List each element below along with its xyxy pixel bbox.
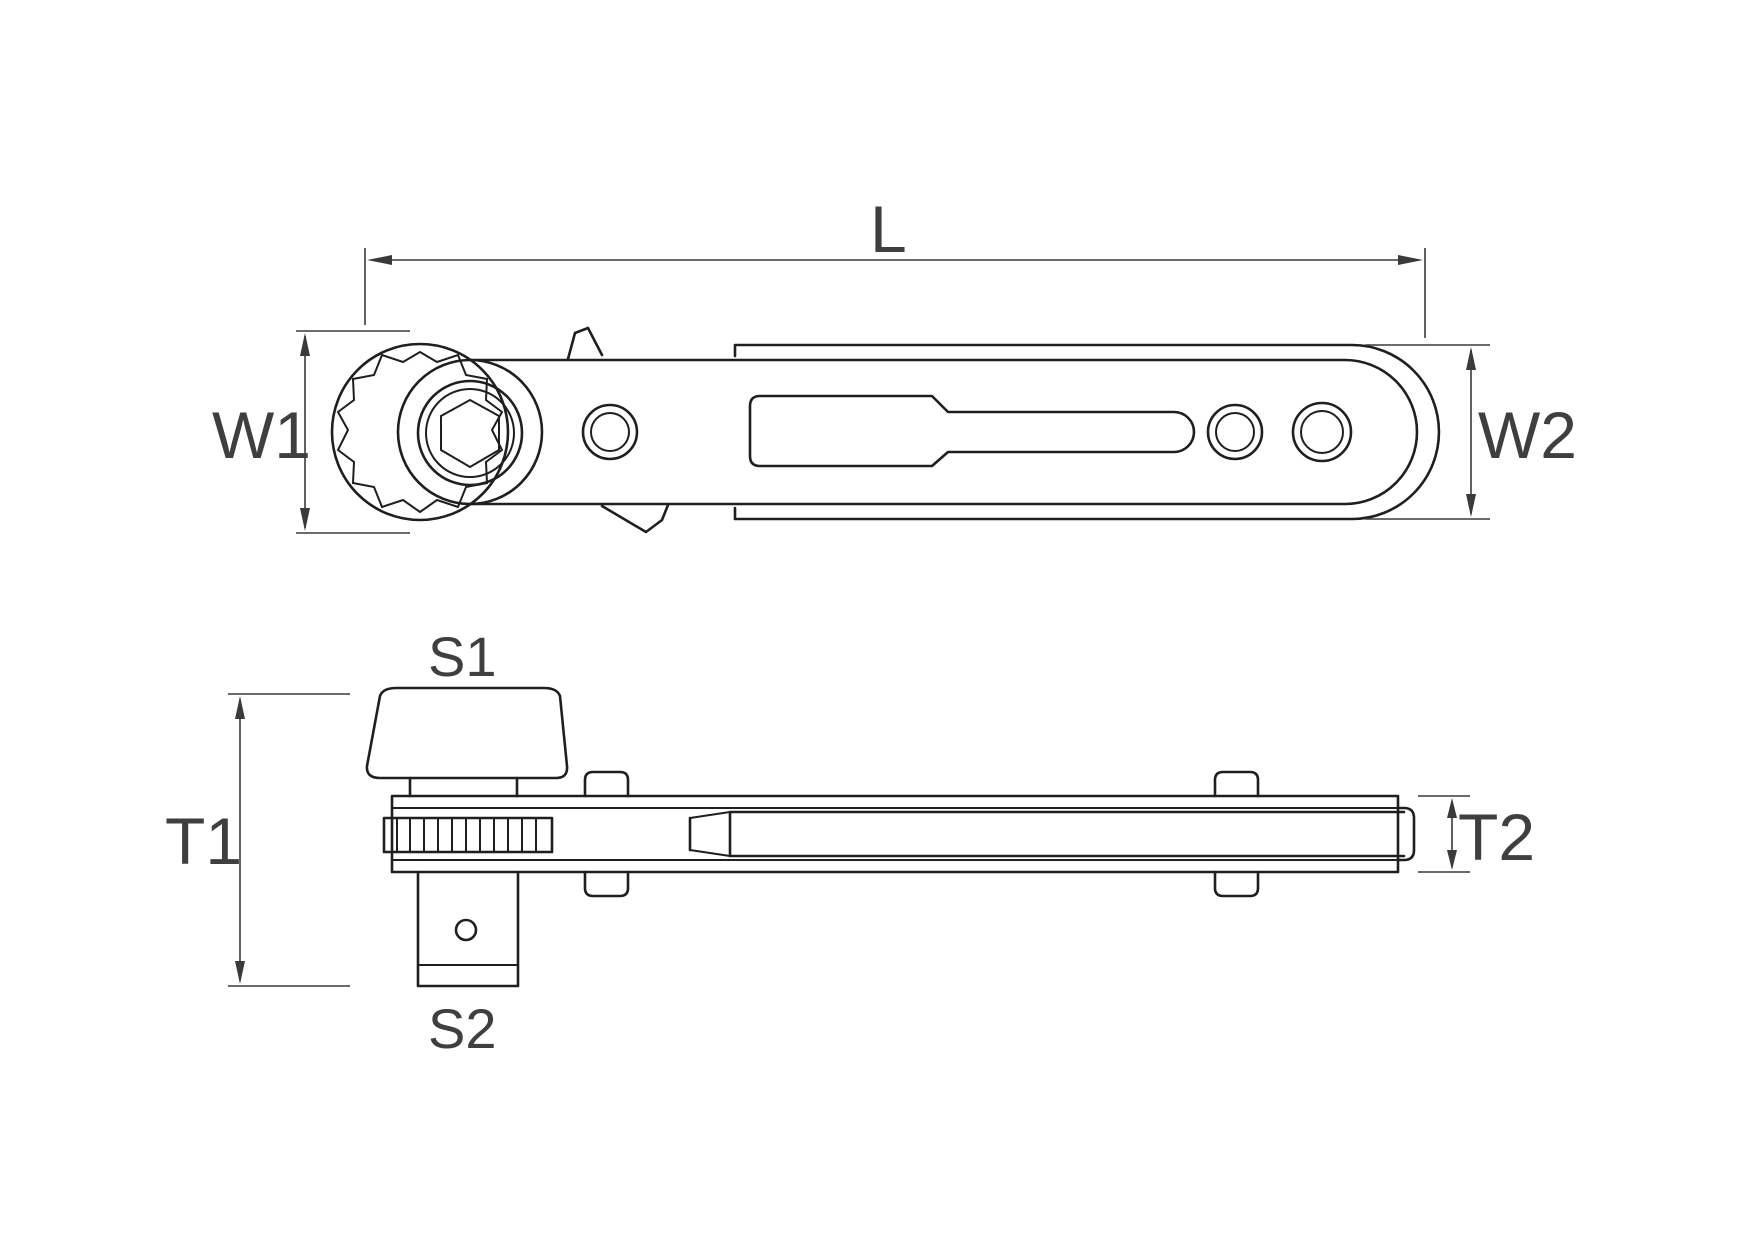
- top-view: [330, 326, 1441, 534]
- thickness-head-dimension: T1: [165, 693, 350, 987]
- detent-ball-icon: [454, 918, 478, 942]
- rivet-hole: [581, 403, 639, 461]
- length-dimension: L: [364, 192, 1426, 338]
- square-drive: [416, 870, 520, 988]
- rivet-hole: [1291, 401, 1353, 463]
- width-head-dimension: W1: [212, 330, 410, 534]
- rivet-cap: [583, 770, 630, 798]
- width-head-label: W1: [212, 398, 311, 472]
- side-body: [390, 794, 1400, 874]
- rivet-hole-inner: [590, 412, 630, 452]
- thickness-handle-dimension: T2: [1418, 795, 1535, 874]
- socket-outer: [416, 379, 524, 487]
- gear-ring: [330, 342, 510, 522]
- width-handle-label: W2: [1478, 398, 1577, 472]
- rivet-hole-inner: [1215, 412, 1255, 452]
- thickness-handle-label: T2: [1458, 800, 1535, 874]
- socket-inner: [425, 388, 515, 478]
- gear-teeth-lines: [396, 818, 537, 852]
- rivet-hole: [1206, 403, 1264, 461]
- rivet-cap: [1213, 870, 1260, 898]
- length-label: L: [870, 192, 907, 266]
- knob: [365, 686, 569, 780]
- gear-side: [382, 816, 554, 854]
- gear-teeth: [336, 350, 504, 514]
- hex-socket-icon: [440, 398, 500, 469]
- square-top-label: S1: [428, 625, 497, 688]
- rivet-hole-inner: [1300, 410, 1344, 454]
- grip-sleeve: [688, 810, 1406, 858]
- width-handle-dimension: W2: [1365, 344, 1577, 520]
- pawl-lever: [566, 326, 670, 534]
- rivet-cap: [1213, 770, 1260, 798]
- handle-shell: [733, 343, 1441, 521]
- handle-end: [1396, 806, 1416, 862]
- handle-body: [468, 358, 1419, 506]
- handle-slot: [748, 394, 1196, 468]
- square-bottom-label: S2: [428, 997, 497, 1060]
- side-view: [365, 686, 1416, 988]
- thickness-head-label: T1: [165, 804, 242, 878]
- head-boss: [396, 358, 544, 506]
- rivet-cap: [583, 870, 630, 898]
